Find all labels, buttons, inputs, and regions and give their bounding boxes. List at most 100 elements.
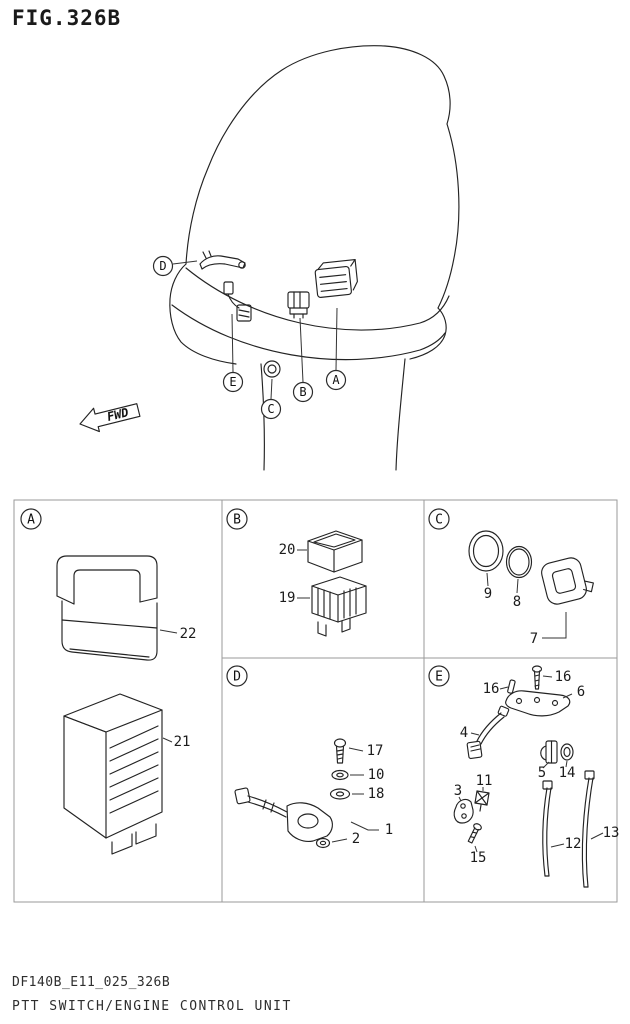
fwd-arrow: FWD xyxy=(79,403,141,433)
part-number-11: 11 xyxy=(476,773,493,789)
label-12: 12 xyxy=(550,836,582,852)
part-number-7: 7 xyxy=(530,631,538,647)
cowl-part-d-switch xyxy=(199,250,246,270)
panel-b-label: B xyxy=(226,508,248,530)
part-7-ptt-switch-cap xyxy=(541,557,594,605)
part-number-15: 15 xyxy=(470,850,487,866)
label-8: 8 xyxy=(513,578,521,610)
part-number-16: 16 xyxy=(555,669,572,685)
label-5: 5 xyxy=(538,761,550,781)
part-number-19: 19 xyxy=(279,590,296,606)
label-18: 18 xyxy=(352,786,384,802)
part-14-grommet xyxy=(560,743,574,761)
part-number-5: 5 xyxy=(538,765,546,781)
cowl-part-c-grommet xyxy=(263,360,281,378)
part-17-screw xyxy=(333,738,347,764)
part-4-harness xyxy=(466,705,510,760)
callout-e: E xyxy=(222,313,244,393)
part-number-22: 22 xyxy=(180,626,197,642)
callout-e-letter: E xyxy=(229,375,236,389)
figure-caption: PTT SWITCH/ENGINE CONTROL UNIT xyxy=(12,999,292,1014)
part-number-4: 4 xyxy=(460,725,468,741)
part-20-cover xyxy=(307,530,363,573)
part-18-washer xyxy=(329,788,351,800)
panel-d-letter: D xyxy=(233,670,241,685)
panel-grid xyxy=(13,499,618,903)
part-number-21: 21 xyxy=(174,734,191,750)
part-number-20: 20 xyxy=(279,542,296,558)
panel-e-letter: E xyxy=(435,670,443,685)
label-10: 10 xyxy=(350,767,384,783)
label-1: 1 xyxy=(350,821,393,838)
callout-d-letter: D xyxy=(159,259,166,273)
label-14: 14 xyxy=(559,760,576,781)
figure-code: DF140B_E11_025_326B xyxy=(12,975,171,990)
callout-a-letter: A xyxy=(332,373,340,387)
cowl-part-a-ecu xyxy=(314,259,358,298)
panel-e-label: E xyxy=(428,665,450,687)
label-6: 6 xyxy=(562,684,585,700)
label-19: 19 xyxy=(279,590,310,606)
cowl-part-e-sensor xyxy=(223,281,252,322)
part-8-oring xyxy=(505,545,533,579)
part-number-6: 6 xyxy=(577,684,585,700)
label-17: 17 xyxy=(348,743,384,759)
part-1-ptt-switch-assembly xyxy=(234,787,333,843)
cowl-part-b-relay xyxy=(287,291,310,319)
panel-b-letter: B xyxy=(233,513,241,528)
part-22-bracket xyxy=(56,555,158,661)
part-16-pin xyxy=(507,679,516,694)
label-13: 13 xyxy=(590,825,620,841)
label-11: 11 xyxy=(476,773,493,791)
part-number-13: 13 xyxy=(603,825,620,841)
figure-title: FIG.326B xyxy=(12,6,122,30)
part-number-10: 10 xyxy=(368,767,385,783)
part-19-module xyxy=(311,576,367,637)
panel-a-label: A xyxy=(20,508,42,530)
part-number-14: 14 xyxy=(559,765,576,781)
label-22: 22 xyxy=(159,626,197,642)
part-number-2: 2 xyxy=(352,831,360,847)
callout-d: D xyxy=(152,255,198,277)
part-11-clip xyxy=(474,790,490,812)
panel-a-letter: A xyxy=(27,513,35,528)
part-2-grommet-ring xyxy=(315,837,331,849)
label-20: 20 xyxy=(279,542,307,558)
part-15-screw xyxy=(467,823,482,844)
part-number-12: 12 xyxy=(565,836,582,852)
part-number-9: 9 xyxy=(484,586,492,602)
footer: DF140B_E11_025_326B PTT SWITCH/ENGINE CO… xyxy=(12,975,292,1014)
part-12-cable-tie xyxy=(542,780,553,877)
part-16-bolt xyxy=(531,665,543,690)
part-number-16: 16 xyxy=(483,681,500,697)
panel-c-label: C xyxy=(428,508,450,530)
label-4: 4 xyxy=(460,725,480,741)
part-21-ecu xyxy=(63,693,163,855)
part-number-18: 18 xyxy=(368,786,385,802)
part-number-17: 17 xyxy=(367,743,384,759)
label-16-top: 16 xyxy=(542,669,572,685)
callout-b-letter: B xyxy=(299,385,306,399)
part-5-clamp xyxy=(540,740,558,764)
part-6-bracket xyxy=(505,690,571,717)
callout-b: B xyxy=(292,317,314,403)
label-2: 2 xyxy=(331,831,360,847)
label-16-left: 16 xyxy=(483,681,509,697)
engine-cowling-outline xyxy=(169,45,460,471)
part-9-bezel xyxy=(468,530,504,572)
callout-c: C xyxy=(260,378,282,420)
label-7: 7 xyxy=(530,612,567,647)
panel-c-letter: C xyxy=(435,513,443,528)
label-9: 9 xyxy=(484,572,492,602)
label-3: 3 xyxy=(454,783,462,802)
fwd-label: FWD xyxy=(106,405,130,424)
part-13-cable-tie xyxy=(581,770,595,888)
label-21: 21 xyxy=(162,734,191,750)
label-15: 15 xyxy=(470,845,487,866)
part-number-3: 3 xyxy=(454,783,462,799)
part-number-8: 8 xyxy=(513,594,521,610)
callout-c-letter: C xyxy=(267,402,274,416)
part-number-1: 1 xyxy=(385,822,393,838)
